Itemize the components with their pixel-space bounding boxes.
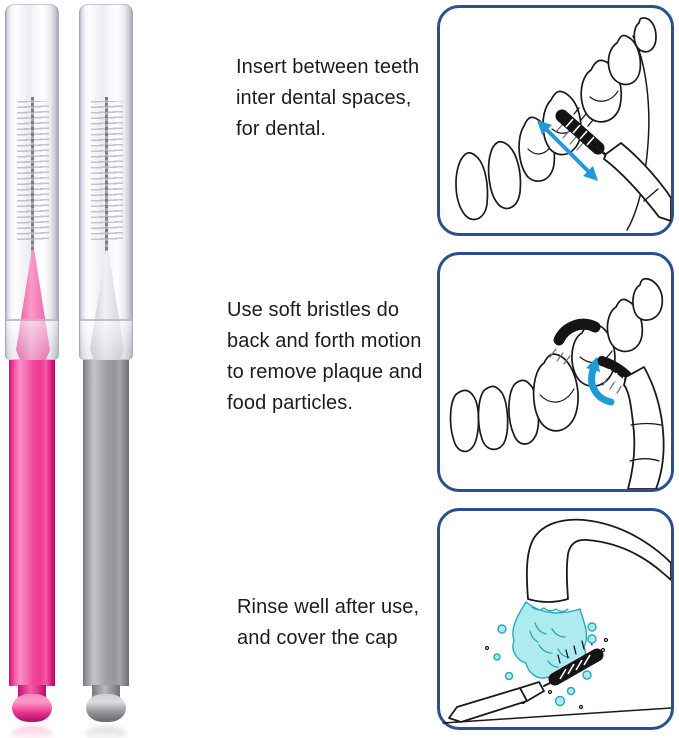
pink-brush-handle [9, 360, 55, 686]
instruction-caption-insert: Insert between teeth inter dental spaces… [236, 52, 419, 145]
brush-handle [603, 142, 671, 222]
rinsed-brush [448, 634, 606, 723]
cap-rim [80, 319, 132, 360]
brush-handle [623, 366, 665, 489]
gray-brush-base-ring [86, 694, 126, 722]
gray-interdental-brush [76, 4, 136, 738]
instruction-panel-insert [437, 5, 674, 236]
teeth-row [449, 277, 664, 453]
gray-brush-handle [83, 360, 129, 686]
gray-brush-clear-cap [79, 4, 133, 361]
surface-line [442, 707, 671, 724]
caption-line: Insert between teeth [236, 56, 420, 78]
faucet-icon [526, 518, 671, 603]
cap-rim [6, 319, 58, 360]
pink-interdental-brush [2, 4, 62, 738]
caption-line: Rinse well after use, [237, 596, 420, 618]
caption-line: Use soft bristles do [227, 299, 400, 321]
caption-line: back and forth motion [227, 330, 422, 352]
rinse-illustration [442, 518, 671, 724]
pink-brush-reflection [11, 726, 53, 738]
instruction-caption-rinse: Rinse well after use, and cover the cap [237, 592, 419, 654]
instruction-panel-rinse [437, 508, 674, 730]
brush-wire [105, 97, 108, 257]
interdental-brush-head [555, 107, 611, 160]
insert-between-teeth-illustration [455, 17, 671, 231]
brush-wire [31, 97, 34, 257]
pink-brush-clear-cap [5, 4, 59, 361]
pink-brush-base-ring [12, 694, 52, 722]
instruction-caption-motion: Use soft bristles do back and forth moti… [227, 295, 422, 419]
back-and-forth-illustration [449, 277, 665, 489]
sweep-motion-arrow-icon [586, 357, 615, 406]
caption-line: inter dental spaces, [236, 87, 412, 109]
caption-line: to remove plaque and [227, 361, 423, 383]
instruction-panel-motion [437, 252, 674, 492]
in-out-motion-arrow-icon [537, 120, 598, 181]
gray-brush-reflection [85, 726, 127, 738]
caption-line: food particles. [227, 392, 354, 414]
teeth-row [455, 17, 657, 221]
caption-line: and cover the cap [237, 627, 398, 649]
caption-line: for dental. [236, 118, 327, 140]
cheek-outline [626, 35, 650, 231]
